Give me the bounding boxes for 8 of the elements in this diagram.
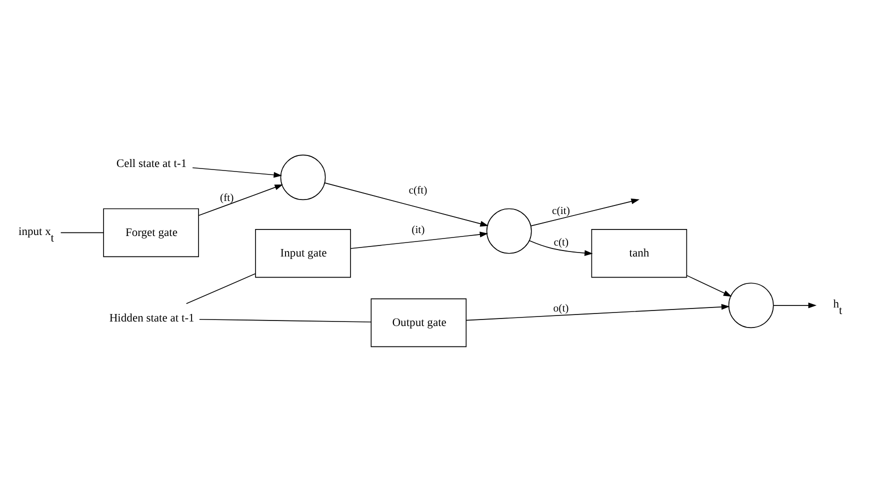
edge-label: c(t): [554, 236, 569, 248]
edge-label: (it): [412, 224, 425, 236]
edge-label: (ft): [220, 192, 234, 204]
node-text: Cell state at t-1: [116, 157, 187, 170]
edge-label: o(t): [553, 302, 569, 315]
edge-label: c(ft): [408, 184, 428, 196]
node-text: Hidden state at t-1: [109, 312, 194, 325]
edge-label: c(it): [552, 205, 570, 218]
